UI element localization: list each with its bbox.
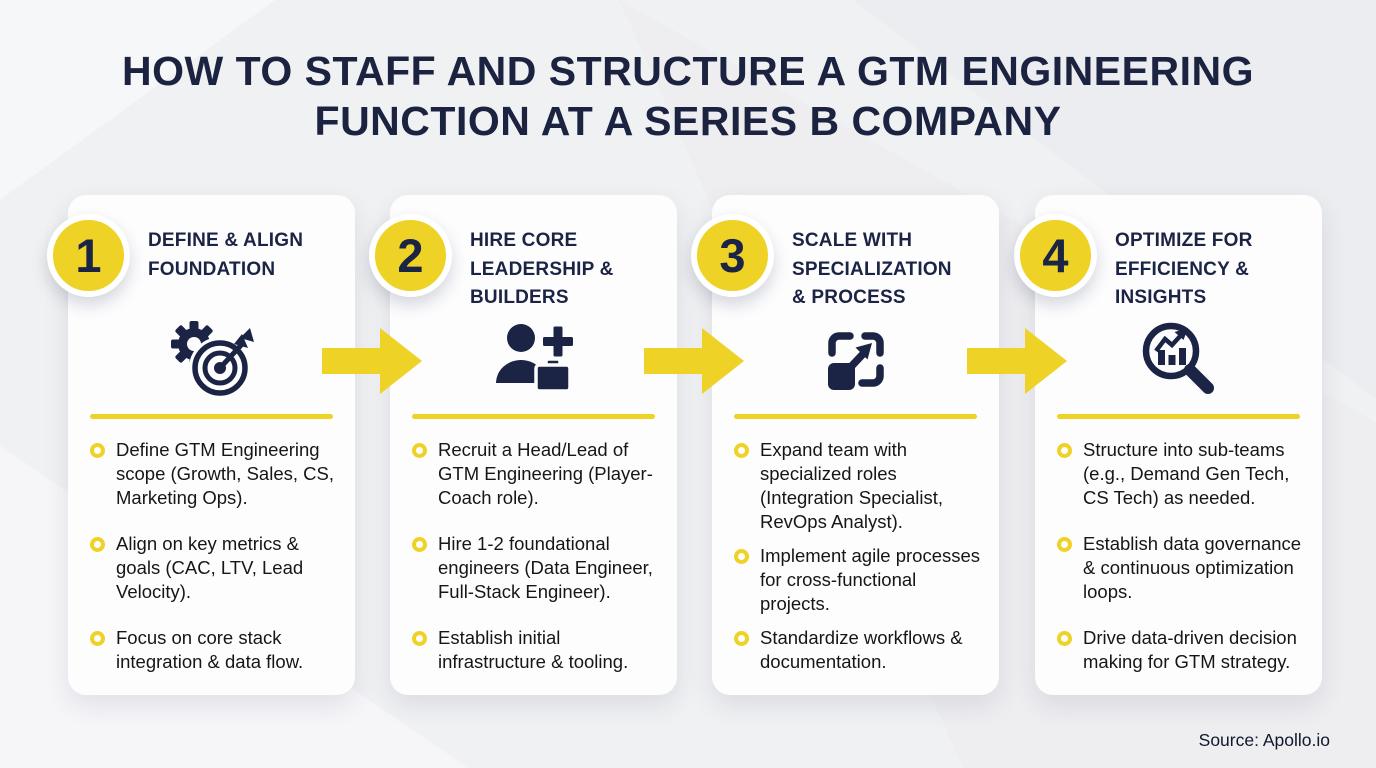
bullet-text: Structure into sub-teams (e.g., Demand G… [1083, 439, 1290, 509]
step-number: 4 [1042, 229, 1069, 282]
bullet-icon [734, 443, 749, 458]
step-number-badge: 1 [47, 214, 130, 297]
bullet-text: Establish initial infrastructure & tooli… [438, 627, 629, 673]
bullet-text: Drive data-driven decision making for GT… [1083, 627, 1297, 673]
person-plus-briefcase-icon [491, 321, 577, 397]
bullet-text: Hire 1-2 foundational engineers (Data En… [438, 533, 653, 603]
bullet-icon [412, 537, 427, 553]
step-title: HIRE CORE LEADERSHIP & BUILDERS [470, 230, 614, 308]
yellow-divider [412, 414, 655, 419]
expand-scale-icon [818, 321, 894, 397]
bullet-icon [412, 631, 427, 647]
step-number: 2 [397, 229, 424, 282]
list-item: Standardize workflows & documentation. [734, 626, 987, 674]
list-item: Focus on core stack integration & data f… [90, 626, 343, 674]
bullet-list: Recruit a Head/Lead of GTM Engineering (… [412, 438, 665, 696]
list-item: Align on key metrics & goals (CAC, LTV, … [90, 532, 343, 604]
list-item: Establish initial infrastructure & tooli… [412, 626, 665, 674]
list-item: Recruit a Head/Lead of GTM Engineering (… [412, 438, 665, 510]
bullet-text: Focus on core stack integration & data f… [116, 627, 304, 673]
step-number-badge: 4 [1014, 214, 1097, 297]
bullet-icon [412, 443, 427, 458]
bullet-text: Standardize workflows & documentation. [760, 627, 963, 673]
bullet-list: Structure into sub-teams (e.g., Demand G… [1057, 438, 1310, 696]
list-item: Hire 1-2 foundational engineers (Data En… [412, 532, 665, 604]
bullet-icon [90, 537, 105, 553]
bullet-icon [1057, 443, 1072, 458]
page-title: HOW TO STAFF AND STRUCTURE A GTM ENGINEE… [0, 46, 1376, 147]
step-card-4: 4 OPTIMIZE FOR EFFICIENCY & INSIGHTS Str… [1014, 195, 1322, 696]
arrow-right-icon [644, 328, 744, 394]
step-card-2: 2 HIRE CORE LEADERSHIP & BUILDERS Recrui… [369, 195, 677, 696]
step-number: 3 [719, 229, 746, 282]
bullet-icon [734, 549, 749, 565]
page-title-line1: HOW TO STAFF AND STRUCTURE A GTM ENGINEE… [121, 48, 1254, 94]
bullet-icon [1057, 631, 1072, 647]
list-item: Implement agile processes for cross-func… [734, 544, 987, 616]
step-title: SCALE WITH SPECIALIZATION & PROCESS [792, 230, 952, 308]
yellow-divider [1057, 414, 1300, 419]
bullet-list: Define GTM Engineering scope (Growth, Sa… [90, 438, 343, 696]
bullet-text: Align on key metrics & goals (CAC, LTV, … [116, 533, 304, 603]
gear-target-icon [166, 318, 258, 400]
step-number-badge: 3 [691, 214, 774, 297]
step-number: 1 [75, 229, 102, 282]
bullet-text: Implement agile processes for cross-func… [760, 545, 981, 615]
yellow-divider [734, 414, 977, 419]
step-title: DEFINE & ALIGN FOUNDATION [148, 230, 304, 280]
bullet-text: Recruit a Head/Lead of GTM Engineering (… [438, 439, 653, 509]
list-item: Define GTM Engineering scope (Growth, Sa… [90, 438, 343, 510]
bullet-icon [1057, 537, 1072, 553]
bullet-list: Expand team with specialized roles (Inte… [734, 438, 987, 684]
step-card-3: 3 SCALE WITH SPECIALIZATION & PROCESS Ex… [691, 195, 999, 695]
magnifier-chart-icon [1139, 319, 1219, 399]
bullet-text: Expand team with specialized roles (Inte… [760, 439, 944, 533]
step-card-1: 1 DEFINE & ALIGN FOUNDATION [47, 195, 355, 696]
list-item: Drive data-driven decision making for GT… [1057, 626, 1310, 674]
list-item: Structure into sub-teams (e.g., Demand G… [1057, 438, 1310, 510]
bullet-text: Define GTM Engineering scope (Growth, Sa… [116, 439, 334, 509]
list-item: Establish data governance & continuous o… [1057, 532, 1310, 604]
bullet-icon [734, 631, 749, 647]
arrow-right-icon [967, 328, 1067, 394]
bullet-text: Establish data governance & continuous o… [1083, 533, 1302, 603]
bullet-icon [90, 443, 105, 458]
page-title-line2: FUNCTION AT A SERIES B COMPANY [314, 98, 1062, 145]
source-credit: Source: Apollo.io [1198, 730, 1330, 750]
arrow-right-icon [322, 328, 422, 394]
bullet-icon [90, 631, 105, 647]
list-item: Expand team with specialized roles (Inte… [734, 438, 987, 534]
yellow-divider [90, 414, 333, 419]
step-number-badge: 2 [369, 214, 452, 297]
step-title: OPTIMIZE FOR EFFICIENCY & INSIGHTS [1115, 230, 1253, 308]
